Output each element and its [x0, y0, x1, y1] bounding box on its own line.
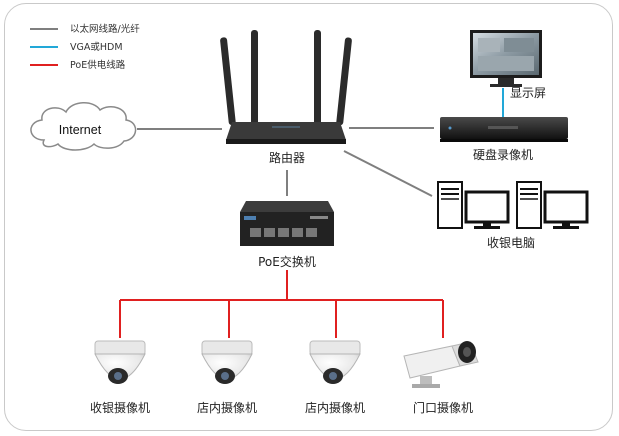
router-icon — [220, 30, 352, 144]
legend-vga-label: VGA或HDM — [70, 41, 123, 53]
poe-switch-label: PoE交换机 — [258, 254, 316, 269]
camera-2-dome-icon — [201, 340, 253, 384]
camera-4-bullet-icon — [403, 341, 479, 388]
camera-1-dome-icon — [94, 340, 146, 384]
monitor-label: 显示屏 — [510, 86, 546, 100]
legend-poe-label: PoE供电线路 — [70, 59, 126, 71]
ethernet-lines — [137, 127, 434, 197]
camera-3-dome-icon — [309, 340, 361, 384]
pc-2-icon — [516, 181, 589, 229]
cashier-pcs-icon — [437, 181, 589, 229]
link-router-pcs — [343, 150, 433, 197]
poe-lines — [119, 270, 444, 338]
poe-switch-icon — [240, 201, 334, 246]
internet-label: Internet — [59, 123, 102, 137]
monitor-icon — [470, 30, 542, 87]
router-label: 路由器 — [269, 150, 305, 165]
legend: 以太网线路/光纤 VGA或HDM PoE供电线路 — [30, 23, 140, 71]
internet-cloud-icon: Internet — [30, 102, 137, 151]
camera-2-label: 店内摄像机 — [197, 400, 257, 415]
cashier-pcs-label: 收银电脑 — [487, 236, 535, 250]
pc-1-icon — [437, 181, 510, 229]
camera-4-label: 门口摄像机 — [413, 400, 473, 415]
nvr-label: 硬盘录像机 — [473, 147, 533, 162]
camera-3-label: 店内摄像机 — [305, 400, 365, 415]
camera-1-label: 收银摄像机 — [90, 400, 150, 415]
legend-ethernet-label: 以太网线路/光纤 — [70, 23, 140, 35]
diagram-frame — [4, 3, 613, 431]
nvr-icon — [440, 117, 568, 142]
